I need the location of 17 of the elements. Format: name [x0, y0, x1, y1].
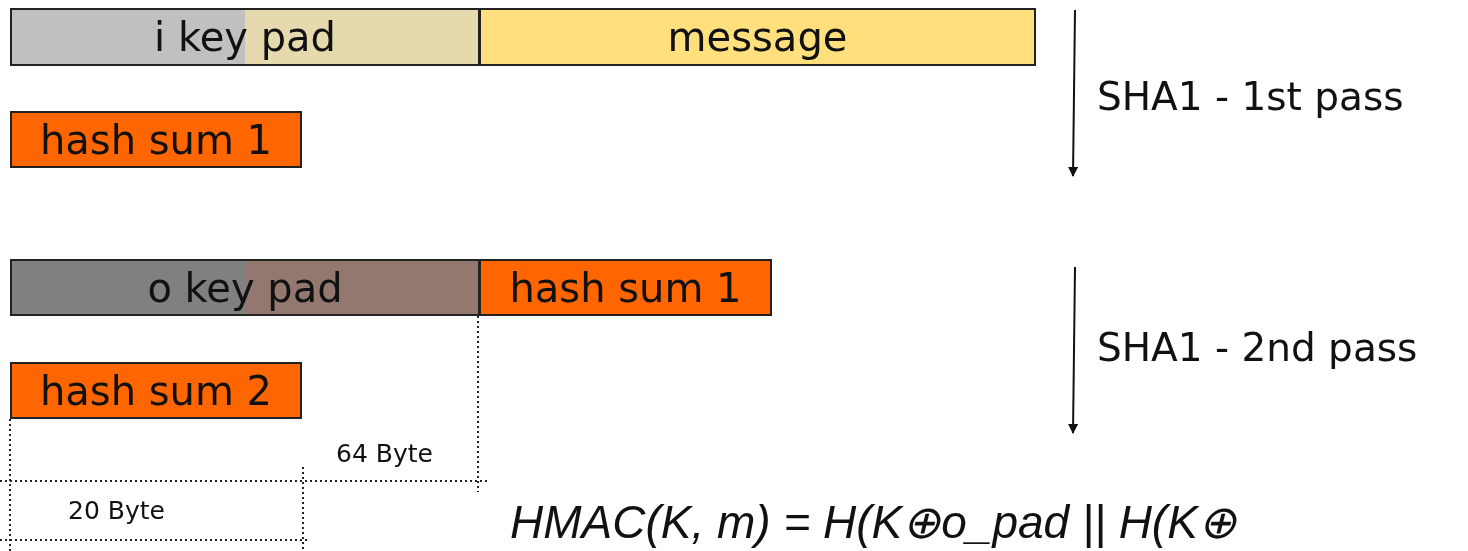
pass-label: SHA1 - 2nd pass: [1097, 325, 1418, 370]
message-block: [479, 8, 1036, 66]
block-label: message: [667, 14, 848, 60]
hash-block: [10, 111, 302, 168]
hash-block: [10, 362, 302, 419]
block-label: i key pad: [154, 14, 336, 60]
key-pad-block: [10, 8, 480, 66]
dimension-label: 64 Byte: [336, 439, 433, 468]
formula: HMAC(K, m) = H(K⊕o_pad || H(K⊕: [510, 495, 1237, 549]
block-label: hash sum 1: [509, 264, 742, 311]
dimension-label: 20 Byte: [68, 496, 165, 525]
pass-label: SHA1 - 1st pass: [1097, 74, 1404, 119]
block-label: hash sum 2: [39, 367, 273, 414]
hash-block: [479, 259, 772, 316]
block-label: hash sum 1: [39, 116, 273, 163]
block-label: o key pad: [147, 264, 343, 311]
key-pad-block: [10, 259, 480, 316]
